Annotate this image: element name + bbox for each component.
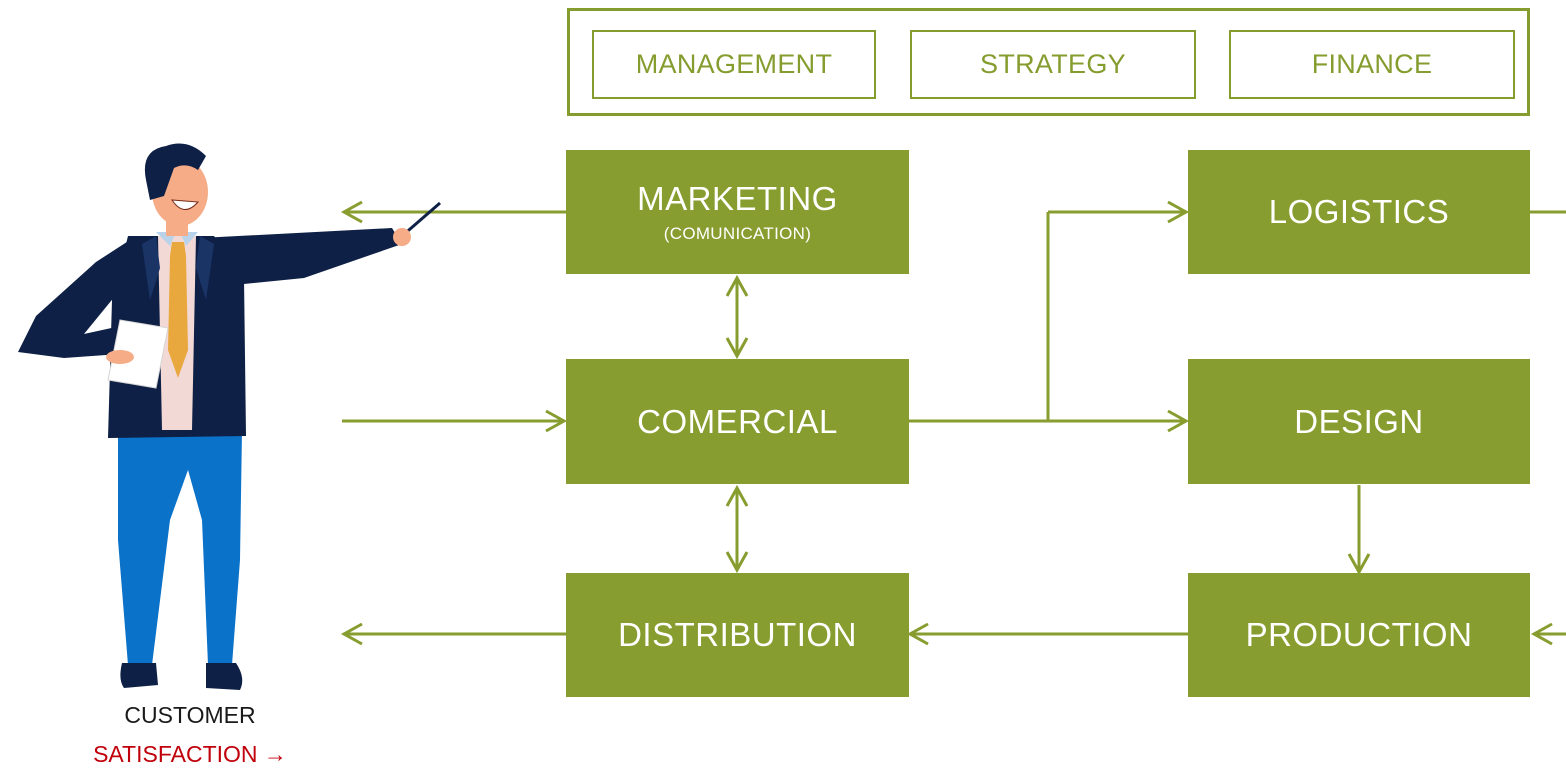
comercial-box: COMERCIAL xyxy=(566,359,909,484)
marketing-label: MARKETING xyxy=(637,180,838,217)
holding-arm xyxy=(18,240,130,358)
production-label: PRODUCTION xyxy=(1245,616,1473,653)
management-label: MANAGEMENT xyxy=(635,49,833,79)
pointing-hand xyxy=(393,228,411,246)
hair xyxy=(144,143,206,200)
holding-hand xyxy=(106,350,134,364)
finance-label: FINANCE xyxy=(1311,49,1433,79)
satisfaction-caption: SATISFACTION → xyxy=(70,741,310,768)
presenter-illustration xyxy=(18,143,441,690)
smile xyxy=(171,199,200,210)
trousers xyxy=(118,430,242,665)
distribution-label: DISTRIBUTION xyxy=(618,616,857,653)
top-frame xyxy=(567,8,1530,116)
strategy-box: STRATEGY xyxy=(910,30,1196,99)
logistics-label: LOGISTICS xyxy=(1268,193,1450,230)
design-label: DESIGN xyxy=(1294,402,1424,440)
comercial-label: COMERCIAL xyxy=(637,402,838,440)
customer-label: CUSTOMER xyxy=(124,702,256,728)
marketing-box: MARKETING (COMUNICATION) xyxy=(566,150,909,274)
logistics-box: LOGISTICS xyxy=(1188,150,1530,274)
marketing-sublabel: (COMUNICATION) xyxy=(663,224,812,243)
tie xyxy=(168,242,188,378)
production-box: PRODUCTION xyxy=(1188,573,1530,697)
design-box: DESIGN xyxy=(1188,359,1530,484)
management-box: MANAGEMENT xyxy=(592,30,876,99)
satisfaction-label: SATISFACTION xyxy=(93,741,258,767)
left-shoe xyxy=(120,663,158,688)
lapels xyxy=(142,236,214,300)
right-shoe xyxy=(206,663,243,690)
satisfaction-arrow-icon: → xyxy=(263,741,287,767)
pointer-stick xyxy=(401,201,441,238)
finance-box: FINANCE xyxy=(1229,30,1515,99)
strategy-label: STRATEGY xyxy=(980,49,1126,79)
distribution-box: DISTRIBUTION xyxy=(566,573,909,697)
pointing-arm xyxy=(200,228,402,284)
